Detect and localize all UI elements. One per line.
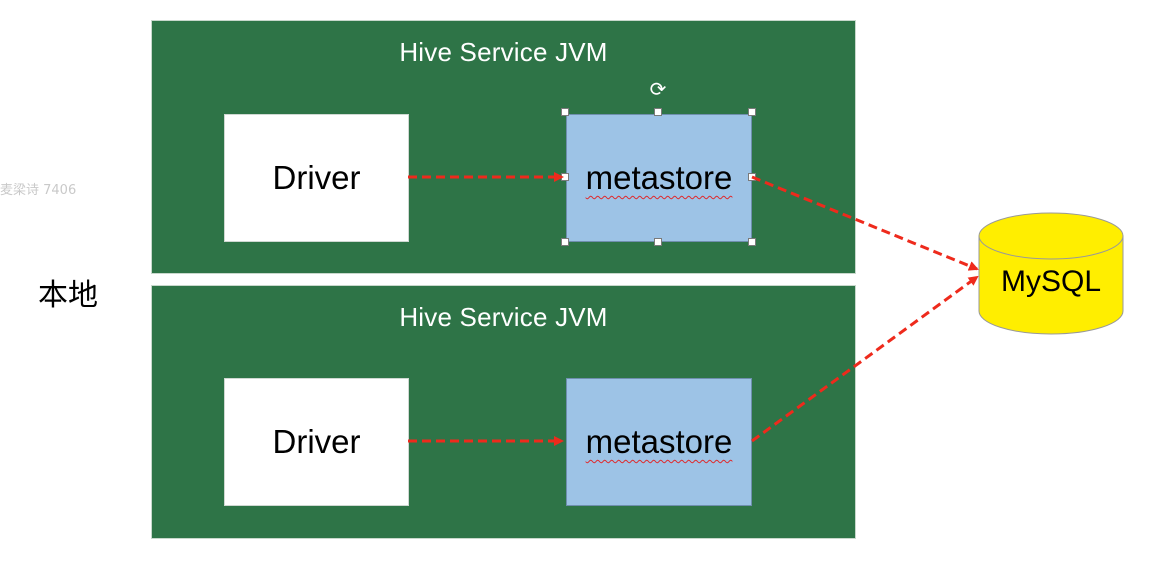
driver-box-1[interactable]: Driver xyxy=(224,114,409,242)
resize-handle-bottom-left[interactable] xyxy=(561,238,569,246)
hive-service-jvm-box-1[interactable]: Hive Service JVM Driver metastore xyxy=(151,20,856,274)
driver-label-2: Driver xyxy=(272,423,361,460)
jvm-title-2: Hive Service JVM xyxy=(399,302,608,332)
metastore-label-2: metastore xyxy=(585,423,733,460)
metastore-label-1: metastore xyxy=(585,159,733,196)
metastore-box-1-selected[interactable]: metastore xyxy=(566,114,752,242)
resize-handle-bottom-middle[interactable] xyxy=(654,238,662,246)
metastore-box-2[interactable]: metastore xyxy=(566,378,752,506)
jvm-title-1: Hive Service JVM xyxy=(399,37,608,67)
mysql-label: MySQL xyxy=(1000,265,1102,298)
watermark-text: 麦梁诗 7406 xyxy=(0,183,77,198)
resize-handle-top-middle[interactable] xyxy=(654,108,662,116)
resize-handle-bottom-right[interactable] xyxy=(748,238,756,246)
rotate-handle-icon[interactable]: ⟳ xyxy=(649,77,667,101)
resize-handle-middle-right[interactable] xyxy=(748,173,756,181)
resize-handle-top-right[interactable] xyxy=(748,108,756,116)
hive-service-jvm-box-2[interactable]: Hive Service JVM Driver metastore xyxy=(151,285,856,539)
resize-handle-top-left[interactable] xyxy=(561,108,569,116)
driver-box-2[interactable]: Driver xyxy=(224,378,409,506)
local-label: 本地 xyxy=(38,278,98,313)
resize-handle-middle-left[interactable] xyxy=(561,173,569,181)
driver-label-1: Driver xyxy=(272,159,361,196)
